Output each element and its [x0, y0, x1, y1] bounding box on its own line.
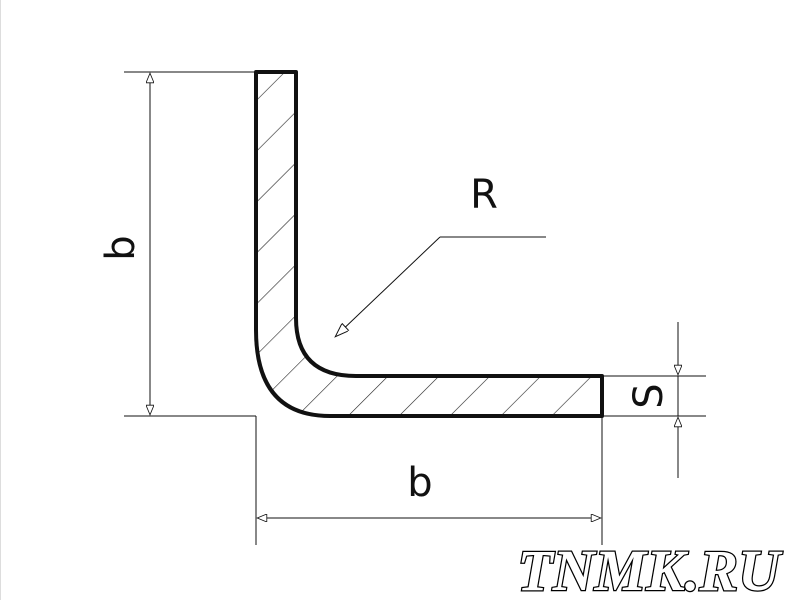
- watermark-text: TNMK.RU: [517, 538, 783, 600]
- angle-profile-section: [254, 70, 604, 418]
- dimension-label-vertical-b: b: [98, 235, 144, 260]
- dimension-label-thickness-s: S: [626, 383, 672, 408]
- dimension-label-horizontal-b: b: [407, 460, 432, 506]
- radius-label: R: [470, 172, 498, 218]
- radius-leader-line: [336, 236, 441, 336]
